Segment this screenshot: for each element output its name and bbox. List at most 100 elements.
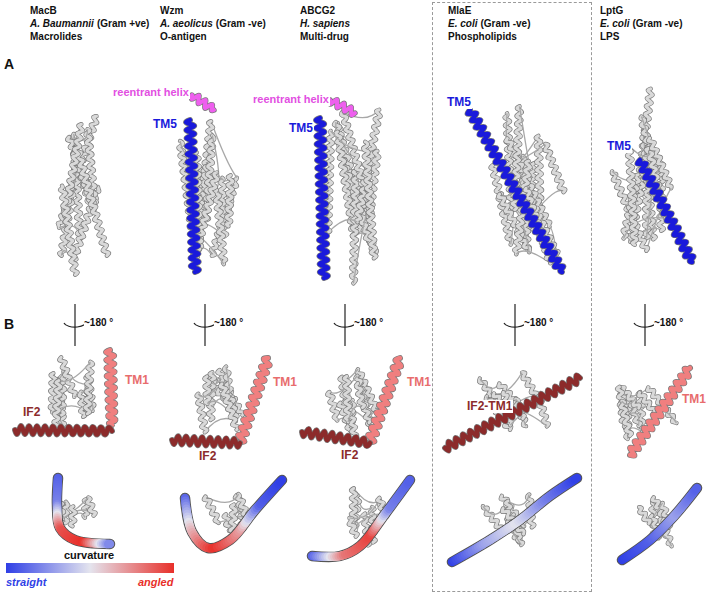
- helix: [238, 358, 270, 442]
- helix-label: TM5: [288, 122, 314, 135]
- helix-outline: [467, 110, 563, 272]
- curvature-tube: [452, 478, 577, 562]
- loop: [483, 506, 503, 514]
- helix-outline: [197, 394, 208, 432]
- helix: [545, 144, 566, 192]
- species-name: H. sapiens: [300, 17, 350, 30]
- helix: [85, 362, 93, 414]
- helix-outline: [356, 383, 365, 407]
- helix: [445, 375, 580, 450]
- helix-outline: [351, 170, 358, 283]
- helix-label: TM1: [124, 374, 150, 387]
- helix-outline: [368, 358, 401, 442]
- helix: [204, 497, 219, 523]
- loop: [506, 113, 508, 138]
- rotation-arrow: [334, 304, 356, 346]
- curvature-tube: [57, 478, 110, 544]
- helix-label: TM1: [272, 376, 298, 389]
- species-name: A. aeolicus: [160, 17, 213, 30]
- helix-outline: [330, 100, 355, 116]
- helix-outline: [627, 146, 637, 245]
- rotation-label: ~180 °: [524, 316, 553, 329]
- loop: [73, 497, 88, 509]
- helix-outline: [349, 518, 358, 537]
- helix-outline: [327, 392, 338, 420]
- helix-outline: [630, 368, 690, 456]
- helix-outline: [87, 497, 95, 515]
- helix: [302, 429, 370, 446]
- rotation-arrow: [504, 304, 526, 346]
- helix-label: TM1: [681, 393, 707, 406]
- helix-label: reentrant helix: [112, 86, 190, 99]
- curvature-tube: [622, 488, 697, 560]
- loop: [494, 373, 522, 394]
- helix: [368, 358, 401, 442]
- helix: [54, 381, 61, 430]
- species-name: E. coli: [600, 17, 629, 30]
- helix-label: IF2: [198, 450, 217, 463]
- protein-name: Wzm: [160, 4, 183, 17]
- helix-outline: [54, 381, 61, 430]
- protein-name: ABCG2: [300, 4, 335, 17]
- substrate-name: Multi-drug: [300, 30, 349, 43]
- helix-outline: [85, 362, 93, 414]
- helix: [191, 95, 214, 110]
- substrate-name: Phospholipids: [448, 30, 517, 43]
- helix: [204, 377, 209, 404]
- helix-outline: [220, 384, 238, 430]
- protein-cartoon: [197, 367, 244, 433]
- helix: [79, 392, 86, 417]
- helix: [226, 175, 233, 226]
- gram-stain: (Gram -ve): [480, 17, 530, 30]
- helix-label: reentrant helix: [252, 93, 330, 106]
- helix-outline: [637, 160, 693, 262]
- helix-outline: [186, 120, 199, 272]
- helix: [620, 401, 631, 436]
- helix-label: TM1: [406, 376, 432, 389]
- helix: [356, 383, 365, 407]
- helix: [639, 392, 656, 414]
- helix-outline: [106, 350, 115, 425]
- panel-letter: A: [4, 58, 14, 71]
- protein-cartoon: [483, 495, 534, 545]
- curvature-tube: [185, 480, 282, 548]
- helix-outline: [60, 186, 78, 275]
- helix-outline: [172, 436, 240, 447]
- helix: [630, 368, 690, 456]
- helix-label: IF2-TM1: [466, 400, 513, 413]
- protein-name: MacB: [30, 4, 57, 17]
- helix: [59, 357, 75, 396]
- helix-outline: [355, 376, 371, 423]
- substrate-name: O-antigen: [160, 30, 207, 43]
- helix-outline: [545, 144, 566, 192]
- helix-label: TM5: [152, 118, 178, 131]
- helix-outline: [15, 426, 112, 435]
- loop: [331, 131, 378, 152]
- rotation-arrow: [64, 304, 86, 346]
- helix: [75, 144, 109, 256]
- helix: [330, 100, 355, 116]
- gram-stain: (Gram +ve): [97, 17, 150, 30]
- helix: [186, 120, 199, 272]
- helix: [363, 142, 376, 258]
- highlight-panel: MlaEE. coli(Gram -ve)Phospholipids: [432, 2, 592, 592]
- loop: [508, 495, 529, 506]
- helix: [316, 118, 328, 278]
- helix-outline: [226, 175, 233, 226]
- substrate-name: Macrolides: [30, 30, 82, 43]
- gram-stain: (Gram -ve): [632, 17, 682, 30]
- loop: [59, 362, 91, 381]
- rotation-arrow: [634, 304, 656, 346]
- helix-outline: [204, 377, 209, 404]
- loop: [349, 498, 379, 519]
- rotation-label: ~180 °: [654, 316, 683, 329]
- loop: [348, 406, 362, 422]
- substrate-name: LPS: [600, 30, 619, 43]
- protein-cartoon: [58, 116, 109, 274]
- curvature-scale-bar: [6, 563, 174, 573]
- helix: [627, 146, 637, 245]
- helix: [87, 497, 95, 515]
- helix-outline: [191, 95, 214, 110]
